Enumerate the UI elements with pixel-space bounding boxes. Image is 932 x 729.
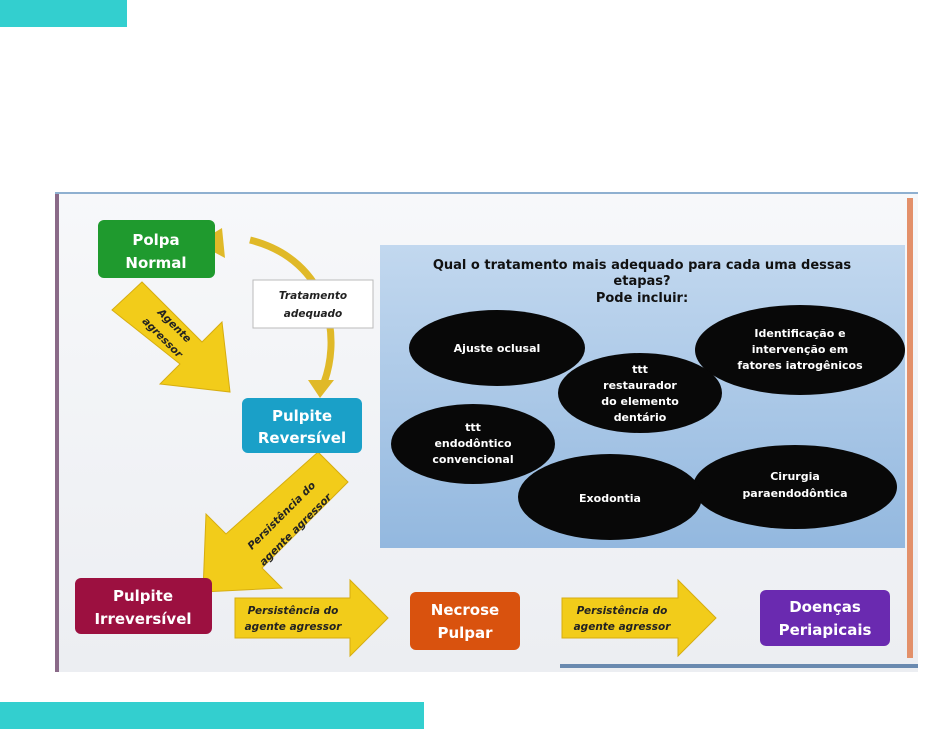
stage-polpa-normal: Polpa Normal [98,220,215,278]
svg-text:Ajuste oclusal: Ajuste oclusal [454,342,541,355]
svg-text:Exodontia: Exodontia [579,492,641,505]
svg-text:Persistência do: Persistência do [248,605,339,617]
svg-text:Normal: Normal [125,254,186,272]
svg-text:Cirurgia: Cirurgia [770,470,820,483]
question-line1: Qual o tratamento mais adequado para cad… [433,258,852,273]
svg-text:Reversível: Reversível [258,429,346,447]
arrow-persistencia-1: Persistência do agente agressor [234,578,389,658]
svg-text:Doenças: Doenças [789,598,861,616]
svg-text:Irreversível: Irreversível [94,610,191,628]
svg-text:ttt: ttt [632,363,648,376]
treatment-exodontia: Exodontia [518,454,702,540]
arrow-persistencia-2: Persistência do agente agressor [561,578,717,658]
svg-text:dentário: dentário [614,411,667,424]
question-line2: etapas? [613,274,670,289]
slide-left-line [55,194,59,672]
stage-necrose-pulpar: Necrose Pulpar [410,592,520,650]
tratamento-adequado-label: Tratamento adequado [252,279,374,329]
treatment-identificacao: Identificação e intervenção em fatores i… [695,305,905,395]
treatment-ajuste-oclusal: Ajuste oclusal [409,310,585,386]
svg-text:restaurador: restaurador [603,379,677,392]
svg-text:Pulpite: Pulpite [113,587,173,605]
svg-text:do elemento: do elemento [601,395,679,408]
svg-text:adequado: adequado [284,308,343,320]
slide-right-bar [907,198,913,658]
return-arrow-tail [308,380,334,398]
svg-text:Necrose: Necrose [431,601,499,619]
svg-text:Periapicais: Periapicais [779,621,872,639]
slide-bottom-line [560,664,918,668]
svg-text:paraendodôntica: paraendodôntica [742,487,847,500]
svg-text:Pulpite: Pulpite [272,407,332,425]
svg-text:convencional: convencional [432,453,513,466]
treatment-restaurador: ttt restaurador do elemento dentário [558,353,722,433]
svg-text:agente agressor: agente agressor [245,621,343,633]
svg-text:Pulpar: Pulpar [437,624,493,642]
svg-text:fatores iatrogênicos: fatores iatrogênicos [737,359,863,372]
svg-text:ttt: ttt [465,421,481,434]
svg-text:intervenção em: intervenção em [752,343,848,356]
top-accent-bar [0,0,127,27]
svg-text:Tratamento: Tratamento [279,290,347,302]
stage-doencas-periapicais: Doenças Periapicais [760,590,890,646]
slide-top-line [55,192,918,194]
svg-text:Identificação e: Identificação e [754,327,845,340]
question-line3: Pode incluir: [596,291,688,306]
svg-text:Persistência do: Persistência do [577,605,668,617]
stage-pulpite-irreversivel: Pulpite Irreversível [75,578,212,634]
svg-text:agente agressor: agente agressor [574,621,672,633]
stage-pulpite-reversivel: Pulpite Reversível [242,398,362,453]
treatment-cirurgia: Cirurgia paraendodôntica [693,445,897,529]
treatment-endodontico: ttt endodôntico convencional [391,404,555,484]
bottom-accent-bar [0,702,424,729]
svg-text:endodôntico: endodôntico [434,437,512,450]
svg-text:Polpa: Polpa [132,231,179,249]
